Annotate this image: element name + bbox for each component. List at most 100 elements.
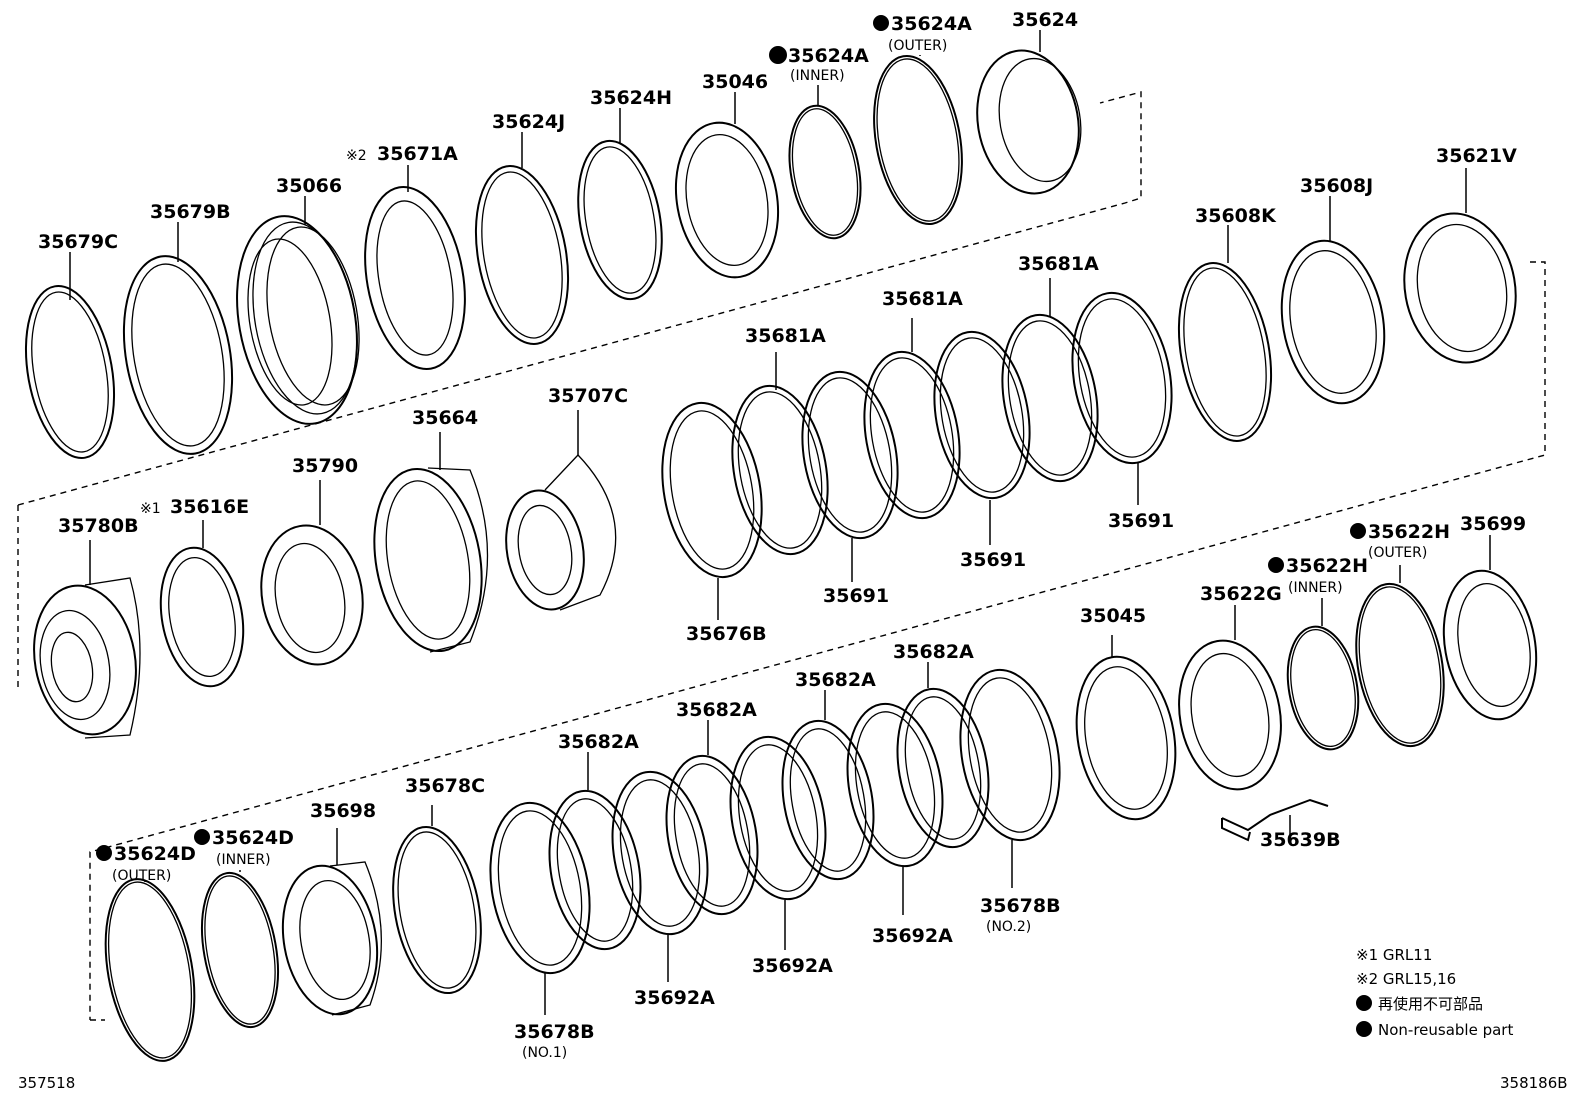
part-35622H-outer-oring [1355, 565, 1445, 748]
part-35681A-disc-2 [863, 318, 961, 520]
label-35681A-1: 35681A [745, 325, 826, 347]
part-35691-plate-2 [933, 330, 1031, 545]
part-35624D-outer-oring [104, 878, 196, 1062]
label-35678B-no1-sub: (NO.1) [522, 1045, 567, 1061]
label-35691-1: 35691 [823, 585, 889, 607]
part-35624A-outer-oring [873, 54, 963, 226]
label-35678B-no2-sub: (NO.2) [986, 919, 1031, 935]
label-35682A-1: 35682A [558, 731, 639, 753]
part-35608J-spring-retainer [1280, 196, 1386, 405]
label-35691-2: 35691 [960, 549, 1026, 571]
legend-note-1: ※1 GRL11 [1356, 946, 1432, 964]
label-35622H-outer: 35622H [1368, 521, 1450, 543]
label-35707C: 35707C [548, 385, 628, 407]
label-35622H-inner: 35622H [1286, 555, 1368, 577]
part-35608K-snap-ring [1177, 225, 1273, 442]
label-35622H-outer-sub: (OUTER) [1368, 545, 1427, 561]
label-35045: 35045 [1080, 605, 1146, 627]
part-35707C-drum [505, 410, 617, 611]
part-35692A-plate-3 [846, 702, 944, 915]
legend-note-2: ※2 GRL15,16 [1356, 970, 1456, 988]
part-35621V-piston [1403, 168, 1517, 364]
group-frame-top [17, 91, 1142, 506]
part-35682A-disc-2 [665, 720, 759, 916]
non-reusable-dot [1350, 523, 1366, 539]
legend-note-3: 再使用不可部品 [1378, 995, 1483, 1013]
part-labels: 35679C 35679B 35066 ※2 35671A 35624J 356… [38, 9, 1526, 1061]
label-35622G: 35622G [1200, 583, 1282, 605]
label-35608K: 35608K [1195, 205, 1277, 227]
part-35679B-plate [122, 222, 234, 455]
legend-dot-icon [1356, 1021, 1372, 1037]
part-35066-clutch-pack [236, 196, 360, 425]
part-35624-piston [976, 30, 1082, 195]
part-35624A-inner-oring [788, 85, 862, 240]
part-35699-drum [1442, 535, 1538, 721]
part-35679C-snap-ring [24, 252, 116, 459]
label-35691-3: 35691 [1108, 510, 1174, 532]
label-35624D-outer: 35624D [114, 843, 196, 865]
label-35624J: 35624J [492, 111, 565, 133]
non-reusable-dot [194, 829, 210, 845]
legend-note-4: Non-reusable part [1378, 1021, 1513, 1039]
part-35664-clutch-hub [373, 432, 489, 653]
label-35678B-no2: 35678B [980, 895, 1061, 917]
non-reusable-dot [769, 46, 787, 64]
label-35624H: 35624H [590, 87, 672, 109]
label-35682A-4: 35682A [893, 641, 974, 663]
label-35639B: 35639B [1260, 829, 1341, 851]
label-35624A-outer: 35624A [891, 13, 972, 35]
label-35678C: 35678C [405, 775, 485, 797]
label-35671A: 35671A [377, 143, 458, 165]
legend: ※1 GRL11 ※2 GRL15,16 再使用不可部品 Non-reusabl… [1356, 946, 1513, 1039]
part-35676B-plate [661, 401, 763, 620]
part-35691-plate-1 [801, 370, 899, 582]
label-35679B: 35679B [150, 201, 231, 223]
label-35066: 35066 [276, 175, 342, 197]
part-35622G-piston [1178, 605, 1282, 791]
label-35624A-outer-sub: (OUTER) [888, 38, 947, 54]
label-35621V: 35621V [1436, 145, 1517, 167]
part-35682A-disc-1 [548, 752, 642, 951]
label-35692A-3: 35692A [872, 925, 953, 947]
label-35624D-outer-sub: (OUTER) [112, 868, 171, 884]
part-35622H-inner-oring [1286, 598, 1360, 751]
label-35046: 35046 [702, 71, 768, 93]
part-35678B-no2-plate [959, 668, 1061, 888]
label-35790: 35790 [292, 455, 358, 477]
part-35691-plate-3 [1071, 291, 1173, 505]
label-35678B-no1: 35678B [514, 1021, 595, 1043]
part-35624J-snap-ring [474, 132, 570, 345]
label-35681A-3: 35681A [1018, 253, 1099, 275]
part-35682A-disc-4 [896, 662, 990, 849]
label-35664: 35664 [412, 407, 478, 429]
part-35639B-clip [1221, 798, 1329, 842]
group-frame-middle [17, 261, 1546, 1020]
label-35699: 35699 [1460, 513, 1526, 535]
label-35622H-inner-sub: (INNER) [1288, 580, 1343, 596]
part-35624D-inner-oring [201, 870, 279, 1029]
non-reusable-dot [1268, 557, 1284, 573]
label-35624D-inner: 35624D [212, 827, 294, 849]
label-35780B: 35780B [58, 515, 139, 537]
non-reusable-dot [96, 845, 112, 861]
part-35678B-no1-plate [489, 801, 591, 1015]
part-35624H-snap-ring [577, 108, 663, 301]
label-35616E-mark: ※1 [140, 501, 161, 517]
part-35692A-plate-2 [729, 735, 827, 950]
non-reusable-dot [873, 15, 889, 31]
label-35682A-2: 35682A [676, 699, 757, 721]
label-35624A-inner-sub: (INNER) [790, 68, 845, 84]
label-35681A-2: 35681A [882, 288, 963, 310]
label-35682A-3: 35682A [795, 669, 876, 691]
label-35676B: 35676B [686, 623, 767, 645]
label-35671A-mark: ※2 [346, 148, 367, 164]
label-35698: 35698 [310, 800, 376, 822]
label-35692A-2: 35692A [752, 955, 833, 977]
part-35681A-disc-1 [731, 352, 829, 556]
label-35679C: 35679C [38, 231, 118, 253]
label-35608J: 35608J [1300, 175, 1373, 197]
label-35624D-inner-sub: (INNER) [216, 852, 271, 868]
figure-code-right: 358186B [1500, 1074, 1568, 1092]
